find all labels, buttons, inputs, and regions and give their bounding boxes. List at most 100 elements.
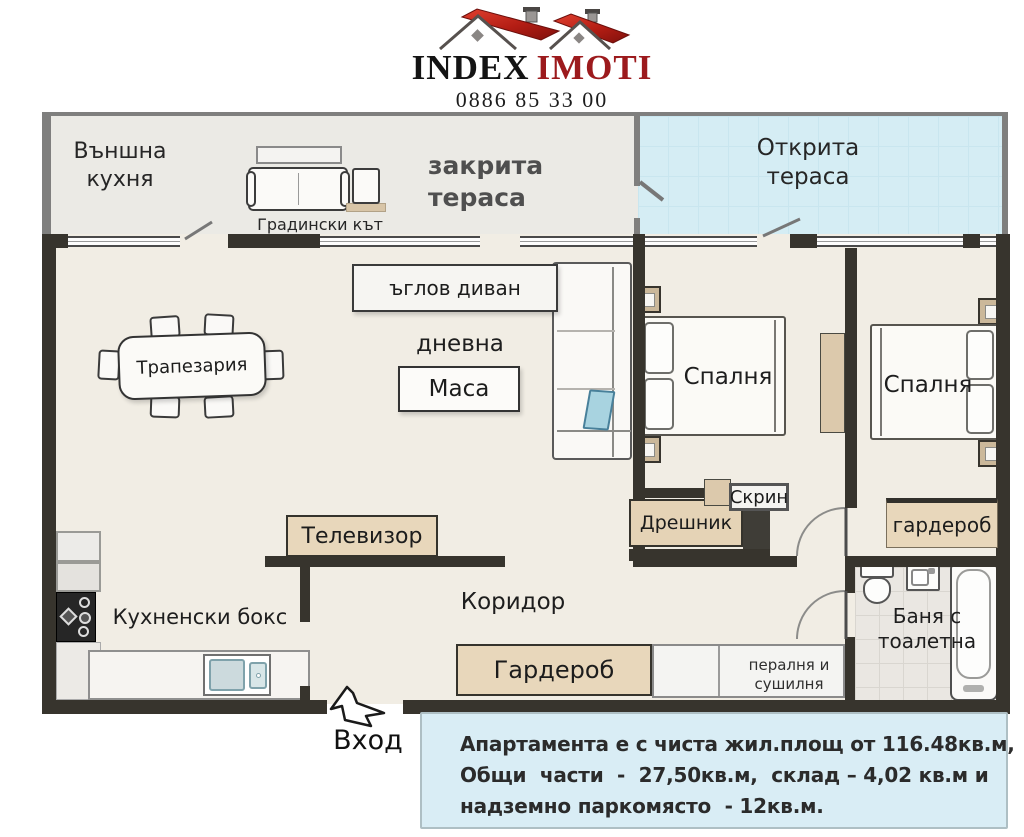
sink-basin-large bbox=[209, 659, 245, 691]
area-info-box: Апартамента е с чиста жил.площ от 116.48… bbox=[420, 712, 1015, 829]
closet-dark-base bbox=[629, 549, 770, 561]
brand-name-secondary: IMOTI bbox=[536, 48, 653, 87]
wall-bathroom-left-a bbox=[845, 567, 855, 593]
wardrobe-bedroom2-unit: гардероб bbox=[886, 498, 998, 548]
kitchen-fridge bbox=[56, 531, 101, 562]
terrace-side-table-mat bbox=[346, 203, 386, 212]
kitchen-sink bbox=[203, 654, 271, 696]
wardrobe-hall-label: Гардероб bbox=[493, 656, 615, 684]
info-line-3: надземно паркомясто - 12кв.м. bbox=[460, 794, 824, 818]
wall-segment bbox=[228, 234, 320, 248]
table-label: Маса bbox=[428, 376, 490, 402]
dresser-label: Скрин bbox=[729, 486, 789, 508]
wall-bathroom-top bbox=[845, 556, 1010, 567]
terrace-console-table bbox=[256, 146, 342, 164]
wall-kitchen-divider-b bbox=[300, 686, 310, 704]
appliance-divider bbox=[718, 646, 720, 696]
wall-bathroom-left-b bbox=[845, 637, 855, 705]
toilet bbox=[860, 564, 894, 606]
open-terrace-label: Открита тераса bbox=[756, 135, 860, 191]
stove-burner bbox=[79, 597, 90, 608]
bathtub bbox=[950, 561, 998, 701]
logo-roofs-icon bbox=[439, 7, 631, 50]
wall-closet-top bbox=[633, 488, 735, 498]
bedroom2-label: Спалня bbox=[883, 372, 973, 398]
walk-in-closet-label: Дрешник bbox=[639, 512, 733, 534]
kitchen-cabinet bbox=[56, 562, 101, 592]
bathtub-mat bbox=[963, 685, 984, 692]
terrace-right-border bbox=[1002, 112, 1008, 238]
walk-in-closet-unit: Дрешник bbox=[629, 499, 743, 547]
dining-table: Трапезария bbox=[116, 331, 268, 401]
bed-foot-line bbox=[774, 320, 776, 432]
brand-name-primary: INDEX bbox=[411, 48, 530, 87]
wardrobe-side-bedroom-1 bbox=[820, 333, 845, 433]
wall-segment bbox=[790, 234, 817, 248]
wall-segment bbox=[963, 234, 980, 248]
corner-sofa-back: ъглов диван bbox=[352, 264, 558, 312]
bedroom1-label: Спалня bbox=[683, 364, 773, 390]
living-room-label: дневна bbox=[416, 331, 504, 357]
window bbox=[68, 236, 180, 247]
pillow bbox=[966, 330, 994, 380]
wall-segment bbox=[633, 234, 645, 248]
tv-unit: Телевизор bbox=[286, 515, 438, 557]
dining-area-label: Трапезария bbox=[136, 353, 248, 379]
sofa-blue-pillow bbox=[582, 389, 616, 431]
info-line-2: Общи части - 27,50кв.м, склад – 4,02 кв.… bbox=[460, 763, 989, 787]
bathroom-label: Баня с тоалетна bbox=[877, 604, 977, 654]
wall-bedroom1-bedroom2 bbox=[845, 248, 857, 508]
kitchen-counter-bottom bbox=[88, 650, 310, 700]
window bbox=[980, 236, 998, 247]
dresser-unit: Скрин bbox=[729, 483, 789, 511]
wall-bottom-left bbox=[42, 700, 327, 714]
sofa-cushion-line bbox=[557, 388, 615, 390]
wall-living-bedroom1 bbox=[633, 248, 645, 558]
sofa-armrest-right bbox=[340, 171, 350, 207]
window bbox=[817, 236, 963, 247]
covered-terrace-label: закрита тераса bbox=[428, 151, 544, 212]
bathtub-basin bbox=[956, 569, 991, 679]
garden-corner-label: Градински кът bbox=[257, 215, 383, 234]
corner-sofa-label: ъглов диван bbox=[389, 276, 521, 300]
entrance-label: Вход bbox=[333, 725, 403, 756]
sink-faucet bbox=[928, 568, 935, 574]
sink-basin bbox=[911, 569, 929, 586]
terrace-top-border bbox=[42, 112, 1008, 116]
stove-burner-diamond bbox=[59, 607, 78, 626]
wall-left bbox=[42, 234, 56, 714]
info-line-1: Апартамента е с чиста жил.площ от 116.48… bbox=[460, 732, 1015, 756]
sink-basin-small bbox=[249, 662, 267, 689]
kitchenette-label: Кухненски бокс bbox=[112, 605, 288, 629]
pillow bbox=[644, 322, 674, 374]
bed-foot-line bbox=[880, 328, 882, 436]
wardrobe-hall-unit: Гардероб bbox=[456, 644, 652, 696]
sofa-seat-divider bbox=[298, 173, 299, 205]
window bbox=[520, 236, 634, 247]
open-terrace-area bbox=[638, 116, 1006, 238]
window bbox=[645, 236, 757, 247]
terrace-left-frame bbox=[42, 112, 51, 238]
wall-right bbox=[996, 234, 1010, 714]
corridor-label: Коридор bbox=[460, 589, 566, 615]
outdoor-kitchen-label: Външна кухня bbox=[73, 139, 167, 192]
window bbox=[320, 236, 480, 247]
sofa-armrest-left bbox=[246, 171, 256, 207]
stove-burner bbox=[79, 612, 91, 624]
pillow bbox=[966, 384, 994, 434]
toilet-bowl bbox=[863, 577, 891, 604]
wardrobe-bedroom2-label: гардероб bbox=[892, 513, 992, 537]
terrace-divider-wall bbox=[634, 116, 640, 186]
phone-number: 0886 85 33 00 bbox=[455, 86, 609, 112]
coffee-table: Маса bbox=[398, 366, 520, 412]
tv-label: Телевизор bbox=[301, 523, 423, 549]
wall-corridor-top bbox=[633, 556, 797, 567]
terrace-divider-stub bbox=[634, 218, 640, 238]
sofa-backrest-line bbox=[612, 267, 614, 457]
garden-sofa bbox=[246, 167, 350, 211]
sofa-chaise-line bbox=[557, 430, 631, 432]
pillow bbox=[644, 378, 674, 430]
